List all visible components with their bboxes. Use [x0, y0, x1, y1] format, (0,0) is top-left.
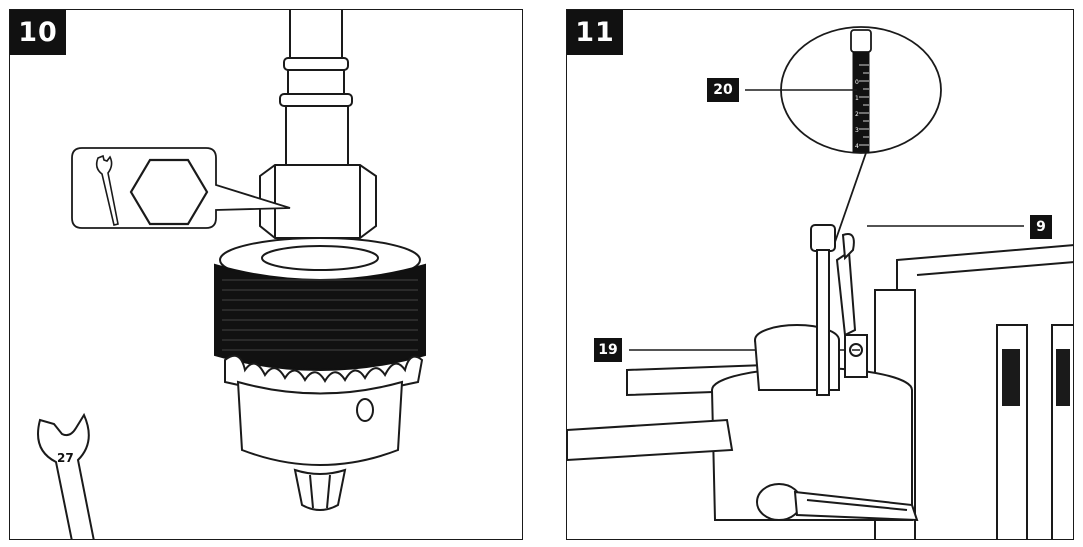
- panel-number-10: 10: [10, 10, 66, 55]
- callout-label-19: 19: [594, 338, 622, 362]
- callout-label-20: 20: [707, 78, 739, 102]
- chuck-key-hole: [356, 398, 374, 422]
- chuck-jaws: [293, 468, 347, 511]
- chuck-body: [236, 380, 404, 466]
- callout-label-9: 9: [1030, 215, 1052, 239]
- depth-scale-magnified: 0 1 2 3 4: [850, 29, 872, 153]
- spindle-collar: [285, 105, 349, 171]
- open-end-wrench-icon: [95, 154, 119, 226]
- scale-mark-1: 1: [855, 95, 859, 102]
- drill-chuck-illustration: [37, 10, 426, 539]
- wrench-size-label: 27: [57, 451, 74, 465]
- spindle-shaft: [289, 10, 343, 66]
- spindle-ring-upper: [283, 57, 349, 71]
- locking-screw: [844, 334, 868, 378]
- wrench-27-icon: [37, 412, 95, 539]
- hexagon-nut-icon: [129, 158, 209, 226]
- clamp-lever: [756, 483, 919, 522]
- panel-number-11: 11: [567, 10, 623, 55]
- depth-stop-rod: [810, 224, 836, 396]
- scale-pointer: [835, 233, 857, 337]
- depth-stop-illustration: 0 1 2 3 4: [567, 26, 1073, 539]
- spindle-ring-lower: [279, 93, 353, 107]
- scale-mark-0: 0: [855, 79, 859, 86]
- hex-nut: [259, 164, 377, 239]
- spindle-neck: [287, 69, 345, 97]
- magnifier-pointer: [834, 149, 868, 243]
- figure-panel-11: 11 0 1 2 3: [566, 9, 1074, 540]
- scale-mark-2: 2: [855, 111, 859, 118]
- scale-mark-4: 4: [855, 143, 859, 150]
- figure-panel-10: 10: [9, 9, 523, 540]
- chuck-gear-teeth: [224, 354, 424, 395]
- scale-mark-3: 3: [855, 127, 859, 134]
- knurled-chuck-sleeve: [214, 263, 426, 371]
